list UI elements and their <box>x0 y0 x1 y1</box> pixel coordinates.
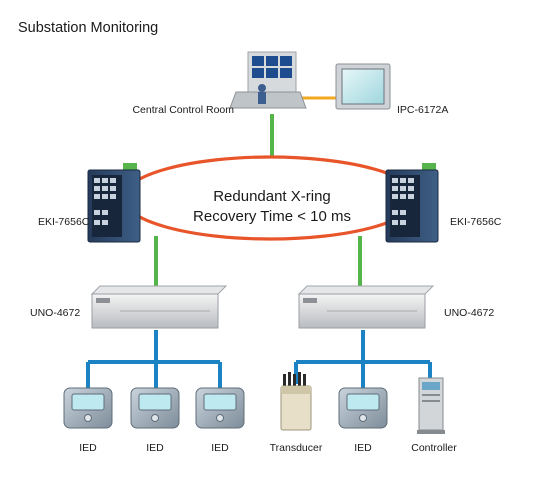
ied-icon <box>195 387 245 429</box>
right-field-bus <box>294 330 432 390</box>
switch-right-icon <box>385 163 439 243</box>
field-device-label: IED <box>354 442 372 454</box>
uno-right-icon <box>297 285 435 329</box>
ied-icon <box>63 387 113 429</box>
field-device-label: IED <box>79 442 97 454</box>
left-field-bus <box>86 330 222 390</box>
diagram-title: Substation Monitoring <box>18 20 158 36</box>
uno-left-label: UNO-4672 <box>30 307 80 319</box>
control-room-console-icon <box>229 51 307 109</box>
switch-right-label: EKI-7656C <box>450 216 502 228</box>
ied-icon <box>130 387 180 429</box>
uno-right-label: UNO-4672 <box>444 307 494 319</box>
panel-pc-icon <box>335 63 391 110</box>
ied-icon <box>338 387 388 429</box>
ring-caption-line1: Redundant X-ring <box>213 188 331 205</box>
switch-left-label: EKI-7656C <box>38 216 90 228</box>
field-device-label: IED <box>146 442 164 454</box>
switch-left-icon <box>87 163 141 243</box>
field-device-label: Transducer <box>270 442 323 454</box>
control-room-label: Central Control Room <box>132 104 234 116</box>
panel-pc-label: IPC-6172A <box>397 104 448 116</box>
controller-cabinet-icon <box>417 377 445 434</box>
field-device-label: Controller <box>411 442 457 454</box>
field-device-label: IED <box>211 442 229 454</box>
uno-left-icon <box>90 285 228 329</box>
transducer-icon <box>280 372 312 431</box>
ring-caption-line2: Recovery Time < 10 ms <box>193 208 351 225</box>
